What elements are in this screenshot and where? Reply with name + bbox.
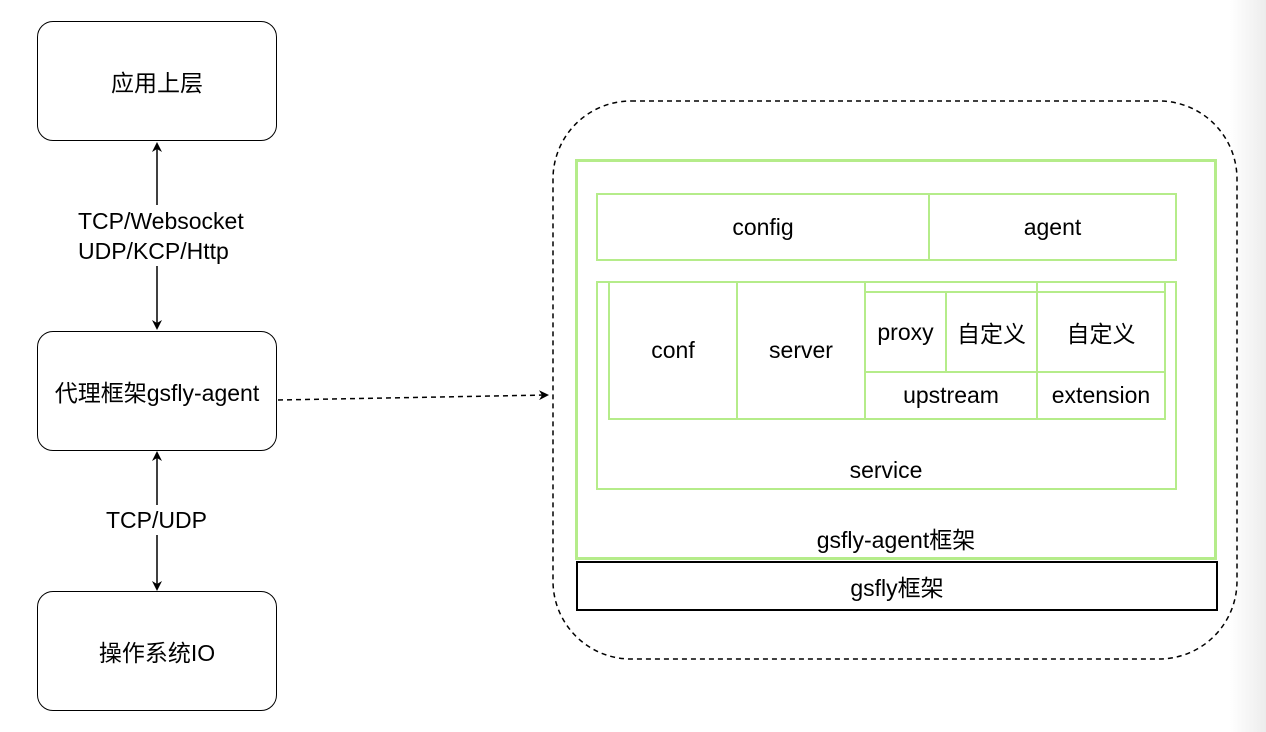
gsfly-framework-box: gsfly框架 [576,561,1218,611]
edge-top-label-line1: TCP/Websocket [78,208,244,234]
agent-box: agent [928,193,1177,261]
conf-box: conf [608,281,738,420]
proxy-box: proxy [864,291,947,373]
service-label: service [849,457,923,483]
edge-bottom-label: TCP/UDP [106,505,207,535]
right-edge-shadow [1230,0,1266,732]
os-io-node: 操作系统IO [37,591,277,711]
edge-top-label: TCP/Websocket UDP/KCP/Http [78,206,244,266]
extension-box: extension [1036,371,1166,420]
os-io-label: 操作系统IO [98,640,216,666]
custom-box-2: 自定义 [1036,291,1166,373]
config-box: config [596,193,930,261]
custom-box-1: 自定义 [945,291,1038,373]
proxy-framework-label: 代理框架gsfly-agent [54,380,260,406]
server-box: server [736,281,866,420]
outer-dashed-container [552,100,1238,660]
app-layer-label: 应用上层 [111,70,203,96]
upstream-box: upstream [864,371,1038,420]
edge-top-label-line2: UDP/KCP/Http [78,238,229,264]
arrow-dashed-to-detail [277,390,549,401]
app-layer-node: 应用上层 [37,21,277,141]
framework-label: gsfly-agent框架 [816,527,976,553]
proxy-framework-node: 代理框架gsfly-agent [37,331,277,451]
